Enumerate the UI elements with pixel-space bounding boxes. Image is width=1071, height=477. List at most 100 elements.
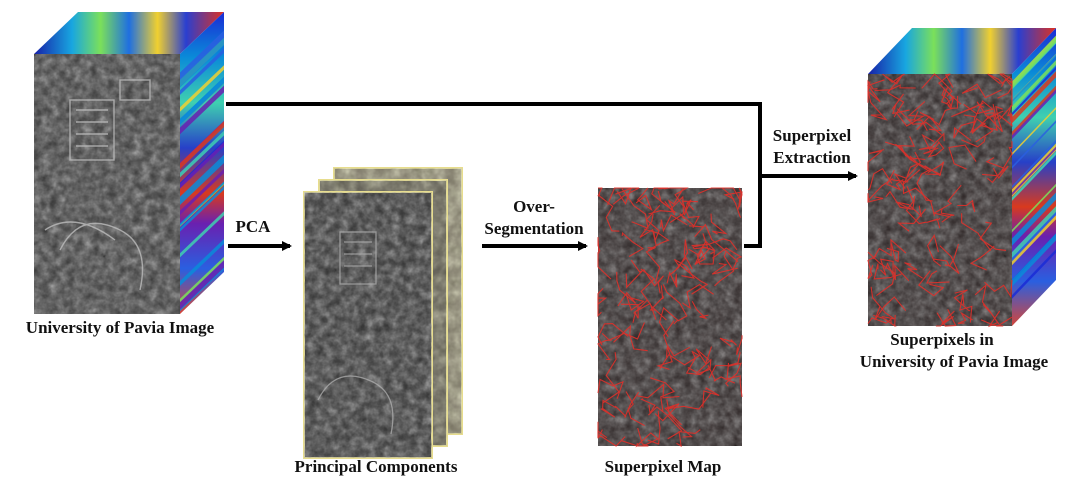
superpixel-edge (656, 346, 673, 370)
spectral-stripe (1012, 151, 1056, 200)
superpixel-edge (953, 289, 971, 312)
superpixel-edge (620, 303, 639, 323)
principal-components-label: Principal Components (295, 457, 458, 476)
superpixel-edge (648, 190, 677, 215)
superpixel-edge (902, 181, 936, 217)
superpixel-map-label: Superpixel Map (605, 457, 722, 476)
superpixel-map (597, 187, 743, 448)
superpixel-edge (867, 317, 892, 324)
superpixel-edge (868, 178, 909, 201)
superpixel-edge (721, 187, 742, 218)
superpixel-edge (658, 306, 679, 337)
superpixel-edge (674, 259, 695, 279)
superpixel-edge (905, 186, 927, 225)
superpixel-edge (884, 262, 910, 282)
superpixel-edge (867, 79, 885, 103)
superpixel-edge (979, 221, 1007, 251)
spectral-stripe (1012, 139, 1056, 189)
superpixel-edge (974, 283, 991, 314)
superpixel-edge (602, 352, 620, 404)
superpixel-edge (937, 73, 954, 99)
superpixel-edge (687, 358, 712, 375)
superpixel-edge (904, 262, 923, 279)
superpixel-edge (597, 297, 608, 310)
spectral-stripe (1012, 233, 1056, 287)
spectral-stripe (1012, 36, 1056, 89)
spectral-stripe (1012, 60, 1056, 112)
superpixel-edge (873, 263, 902, 280)
spectral-stripe (180, 256, 224, 303)
superpixel-edge (635, 432, 659, 448)
oversegmentation-label-line-2: Segmentation (484, 219, 584, 238)
spectral-stripe (1012, 53, 1056, 103)
spectral-stripe (1012, 146, 1056, 196)
superpixel-edge (936, 309, 957, 327)
spectral-stripe (180, 130, 224, 178)
superpixel-edge (621, 231, 644, 257)
superpixel-edge (597, 421, 608, 439)
superpixel-edge (666, 392, 712, 410)
superpixel-edge (918, 132, 945, 151)
spectral-stripe (180, 211, 224, 258)
superpixel-edge (961, 83, 1002, 99)
pca-edge-label: PCA (236, 217, 272, 236)
superpixel-edge (867, 255, 877, 279)
superpixel-edge (886, 243, 900, 263)
superpixel-edge (957, 199, 976, 212)
result-top-face (868, 28, 1056, 74)
superpixel-edge (694, 223, 739, 263)
result-label-line-2: University of Pavia Image (860, 352, 1049, 371)
spectral-stripe (180, 65, 224, 112)
superpixel-edge (896, 108, 942, 136)
superpixel-edge (688, 240, 716, 256)
source-image-label: University of Pavia Image (26, 318, 215, 337)
building-shapes (44, 79, 151, 291)
superpixel-edge (897, 208, 927, 232)
superpixel-edge (976, 101, 999, 119)
superpixel-edge (957, 311, 973, 324)
superpixel-edge (932, 184, 962, 218)
superpixel-edge (725, 362, 742, 387)
superpixel-edge (647, 410, 661, 445)
superpixel-edge (896, 136, 931, 173)
superpixel-edge (637, 383, 680, 399)
superpixel-edge (939, 245, 960, 275)
superpixel-edge (711, 262, 738, 275)
superpixel-edge (678, 263, 709, 295)
map-to-extraction-connector (744, 176, 762, 248)
superpixel-edge (635, 187, 653, 212)
superpixel-edge (666, 271, 678, 288)
superpixel-edge (658, 187, 689, 206)
superpixel-edge (597, 323, 629, 346)
source-hyperspectral-cube (34, 12, 224, 314)
spectral-stripe (1012, 66, 1056, 116)
superpixel-edge (916, 107, 954, 130)
spectral-stripe (180, 260, 224, 310)
superpixel-edge (985, 157, 1005, 184)
spectral-stripe (180, 185, 224, 232)
superpixel-edge (692, 233, 709, 250)
spectral-stripe (180, 158, 224, 206)
superpixel-edge (874, 296, 907, 321)
superpixel-edge (666, 399, 693, 438)
superpixel-edge (921, 73, 953, 97)
result-label-line-1: Superpixels in (890, 330, 994, 349)
spectral-stripe (180, 77, 224, 126)
superpixel-edge (645, 204, 661, 243)
superpixel-edge (921, 133, 939, 155)
principal-components-stack (303, 167, 463, 459)
superpixel-edge (882, 73, 903, 85)
superpixel-edge (710, 213, 728, 235)
superpixel-edge (872, 238, 907, 260)
superpixel-edge (736, 335, 743, 355)
spectral-stripe (180, 141, 224, 189)
superpixel-edge (698, 187, 742, 203)
superpixel-boundaries (597, 187, 743, 448)
superpixel-edge (650, 377, 675, 411)
result-superpixel-cube (867, 28, 1056, 328)
spectral-stripe (1012, 206, 1056, 258)
spectral-stripe (1012, 192, 1056, 246)
superpixel-edge (691, 238, 738, 251)
spectral-stripe (180, 48, 224, 95)
